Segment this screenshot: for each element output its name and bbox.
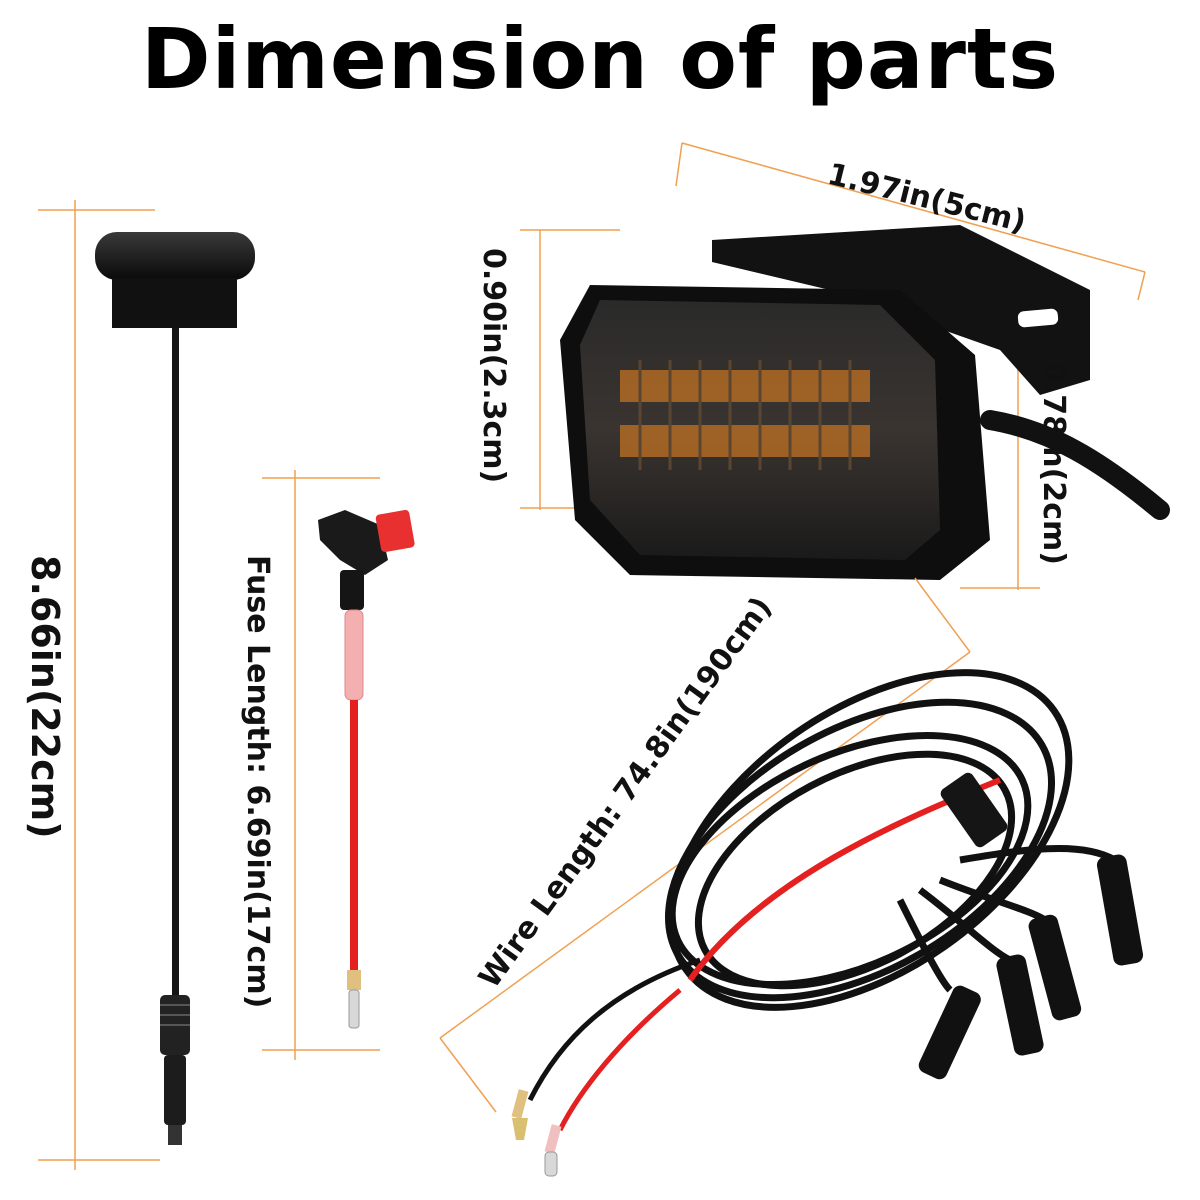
sensor-cable: [38, 200, 255, 1170]
fuse-length-label: Fuse Length: 6.69in(17cm): [240, 555, 275, 1008]
light-cable: [980, 410, 1170, 520]
red-wire: [350, 700, 358, 970]
sensor-wire: [172, 328, 179, 998]
wiring-harness: [439, 577, 1144, 1177]
wire-terminals: [511, 1089, 562, 1177]
sensor-base: [112, 278, 237, 328]
sensor-cap: [95, 232, 255, 280]
branch-wires: [896, 845, 1117, 993]
terminal-crimp: [347, 970, 361, 990]
sensor-length-label: 8.66in(22cm): [23, 555, 67, 839]
connector-3: [996, 954, 1044, 1056]
connector-tip: [168, 1125, 182, 1145]
fuse-holder-neck: [340, 570, 364, 610]
fuse-holder: [318, 510, 388, 575]
dimension-line-width: [681, 142, 1146, 273]
connector-4: [918, 985, 981, 1080]
inline-fuse-box: [940, 772, 1008, 848]
wire-coil: [664, 669, 1073, 1011]
connector-1: [1096, 854, 1144, 966]
red-fuse: [375, 509, 415, 553]
terminal-pin: [348, 989, 360, 1029]
harness-connectors: [918, 854, 1144, 1080]
page-title: Dimension of parts: [140, 10, 1060, 108]
dimension-line-wire: [439, 651, 971, 1039]
heat-shrink: [344, 609, 364, 701]
led-light: [520, 142, 1170, 590]
light-height-label: 0.90in(2.3cm): [476, 248, 511, 483]
led-array: [620, 360, 870, 470]
fuse-tap: [262, 470, 415, 1060]
light-depth-label: 0.78in(2cm): [1036, 362, 1071, 565]
connector-2: [1028, 914, 1082, 1021]
connector-body: [164, 1055, 186, 1125]
